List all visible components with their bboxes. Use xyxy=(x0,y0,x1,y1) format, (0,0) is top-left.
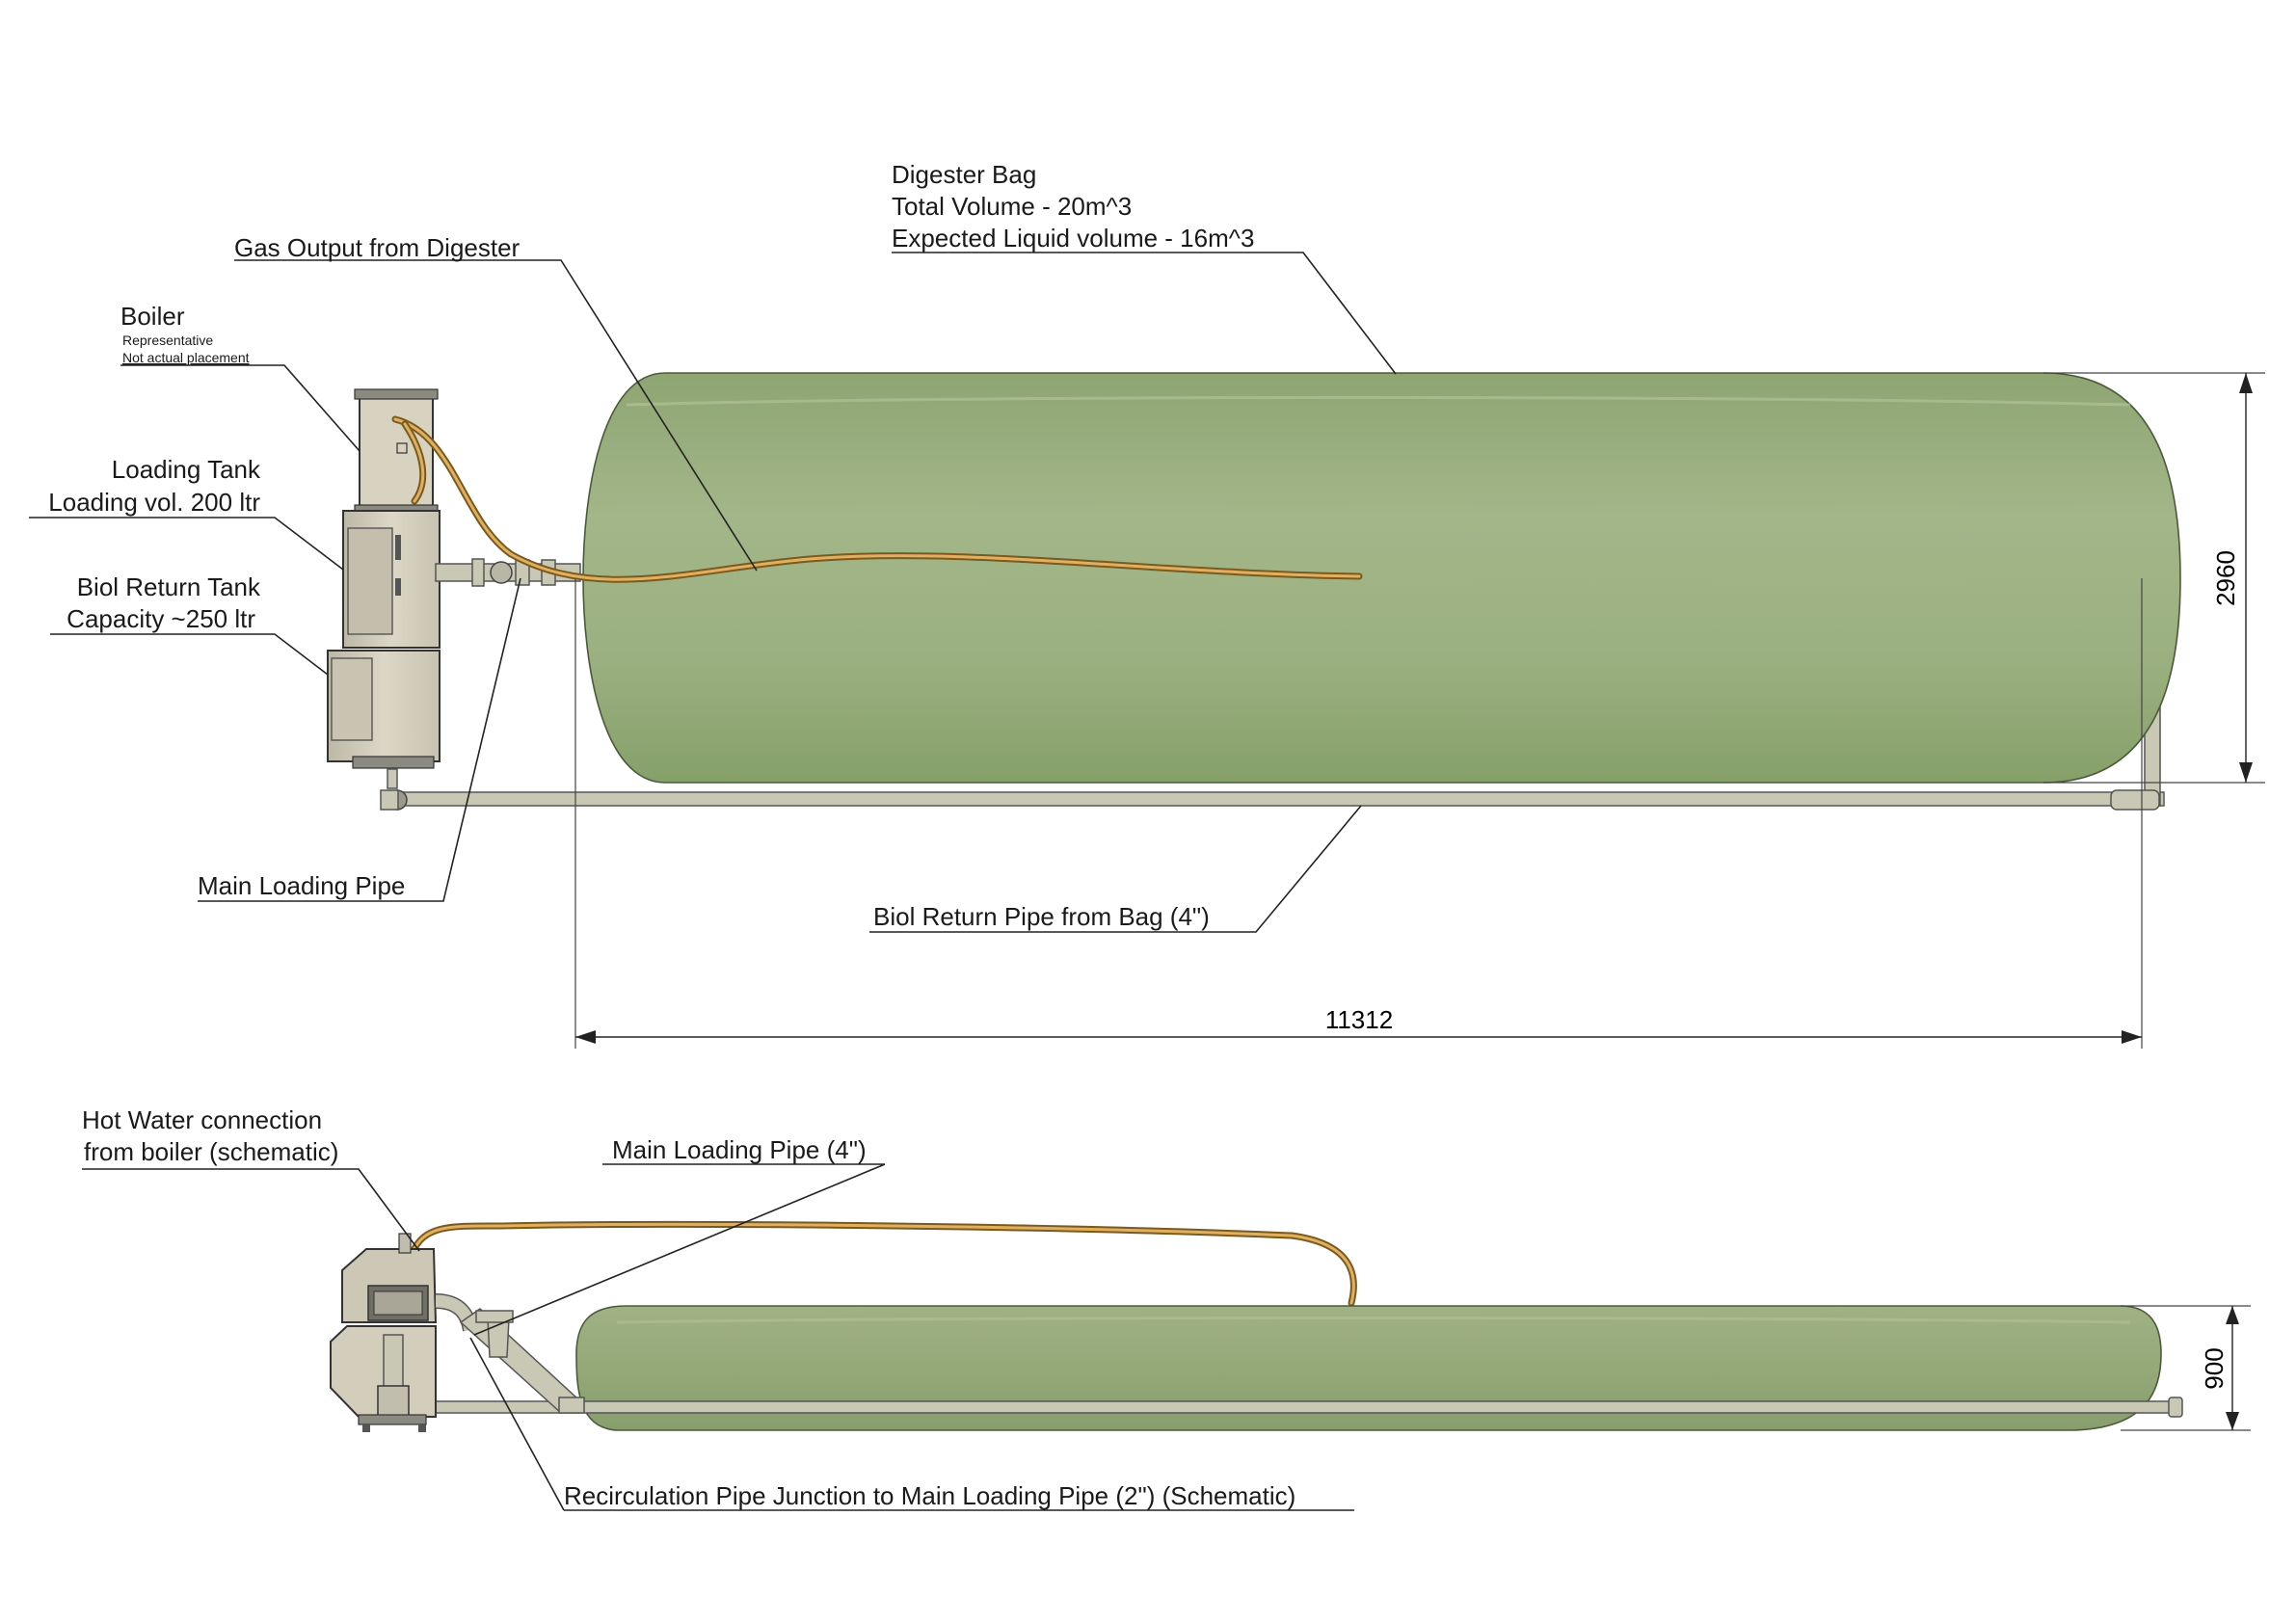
label-loading-vol: Loading vol. 200 ltr xyxy=(48,488,260,517)
boiler-top xyxy=(354,388,439,516)
label-biol-return-pipe: Biol Return Pipe from Bag (4") xyxy=(873,902,1210,931)
label-boiler-note1: Representative xyxy=(122,333,213,348)
label-loading-tank: Loading Tank xyxy=(112,455,261,484)
label-boiler-note2: Not actual placement xyxy=(122,350,250,365)
dimension-2960 xyxy=(2043,372,2265,784)
main-loading-pipe-side xyxy=(435,1293,585,1414)
dimension-900 xyxy=(2121,1305,2251,1431)
label-main-loading-pipe-4: Main Loading Pipe (4") xyxy=(612,1135,867,1164)
gas-output-hose-top xyxy=(391,415,1363,583)
label-recirculation: Recirculation Pipe Junction to Main Load… xyxy=(564,1481,1295,1510)
label-boiler: Boiler xyxy=(120,302,185,331)
digester-bag-top xyxy=(582,372,2181,784)
leader-lines xyxy=(29,252,1397,1511)
boiler-side xyxy=(341,1233,438,1323)
label-main-loading-pipe: Main Loading Pipe xyxy=(198,871,405,900)
label-expected-liquid: Expected Liquid volume - 16m^3 xyxy=(892,224,1254,253)
label-total-volume: Total Volume - 20m^3 xyxy=(892,192,1132,221)
hot-water-hose-side xyxy=(409,1220,1357,1307)
label-digester-bag: Digester Bag xyxy=(892,160,1036,189)
dim-height-side-text: 900 xyxy=(2200,1347,2229,1389)
dimension-11312 xyxy=(574,578,2143,1049)
dim-length-text: 11312 xyxy=(1325,1005,1393,1034)
loading-tank-side xyxy=(330,1325,437,1432)
label-hot-water-1: Hot Water connection xyxy=(82,1105,322,1134)
biol-return-tank-top xyxy=(327,650,441,789)
label-biol-capacity: Capacity ~250 ltr xyxy=(67,604,255,633)
label-hot-water-2: from boiler (schematic) xyxy=(84,1137,338,1166)
loading-tank-top xyxy=(342,510,441,649)
label-biol-return-tank: Biol Return Tank xyxy=(77,572,261,601)
digester-bag-side xyxy=(575,1305,2162,1431)
label-gas-output: Gas Output from Digester xyxy=(234,233,521,262)
dim-height-top-text: 2960 xyxy=(2211,550,2240,606)
